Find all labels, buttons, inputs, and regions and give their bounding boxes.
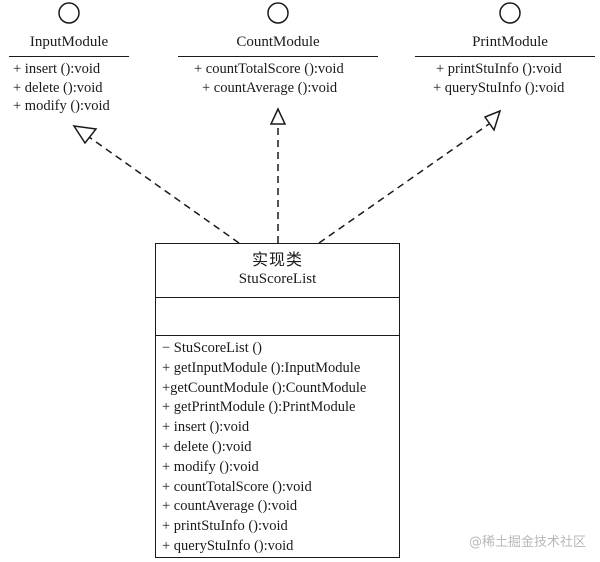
class-op: + getPrintModule ():PrintModule [162, 399, 356, 416]
class-name: StuScoreList [238, 271, 317, 287]
interface-op: + printStuInfo ():void [436, 61, 562, 77]
interface-op: + queryStuInfo ():void [433, 79, 565, 96]
interface-op: + countTotalScore ():void [194, 61, 344, 77]
realization-arrowhead-print [483, 109, 502, 132]
interface-op: + modify ():void [13, 98, 110, 114]
class-op: + getInputModule ():InputModule [162, 359, 361, 376]
interface-op: + insert ():void [13, 61, 101, 77]
interface-ops-input: + insert ():void + delete ():void + modi… [13, 60, 110, 116]
interface-divider-count [178, 56, 378, 57]
class-op: + countTotalScore ():void [162, 478, 312, 495]
interface-lollipop-count [267, 2, 289, 24]
class-op: + insert ():void [162, 419, 250, 436]
class-op: + countAverage ():void [162, 498, 298, 515]
interface-ops-print: + printStuInfo ():void + queryStuInfo ()… [433, 60, 565, 97]
class-op: + modify ():void [162, 458, 259, 475]
interface-op: + countAverage ():void [202, 79, 338, 96]
realization-arrowhead-input [72, 125, 98, 145]
watermark: @稀土掘金技术社区 [468, 535, 586, 550]
impl-class-box: 实现类 StuScoreList − StuScoreList () + get… [155, 243, 400, 558]
class-operation-compartment: − StuScoreList () + getInputModule ():In… [156, 336, 399, 557]
interface-divider-input [9, 56, 129, 57]
realization-line-print [318, 123, 490, 244]
interface-divider-print [415, 56, 595, 57]
interface-op: + delete ():void [13, 79, 103, 96]
class-op: + printStuInfo ():void [162, 518, 288, 535]
interface-lollipop-print [499, 2, 521, 24]
class-op: + queryStuInfo ():void [162, 537, 294, 554]
class-name-compartment: 实现类 StuScoreList [156, 244, 399, 298]
class-attribute-compartment [156, 298, 399, 336]
class-op: − StuScoreList () [162, 340, 262, 356]
class-stereotype: 实现类 [251, 250, 303, 269]
interface-name-input: InputModule [29, 34, 109, 50]
realization-arrowhead-count [269, 107, 287, 125]
realization-line-input [88, 136, 240, 244]
interface-name-count: CountModule [236, 34, 320, 50]
class-op: + delete ():void [162, 438, 252, 455]
interface-lollipop-input [58, 2, 80, 24]
interface-ops-count: + countTotalScore ():void + countAverage… [194, 60, 344, 97]
class-op: +getCountModule ():CountModule [162, 379, 367, 396]
interface-name-print: PrintModule [472, 34, 548, 50]
